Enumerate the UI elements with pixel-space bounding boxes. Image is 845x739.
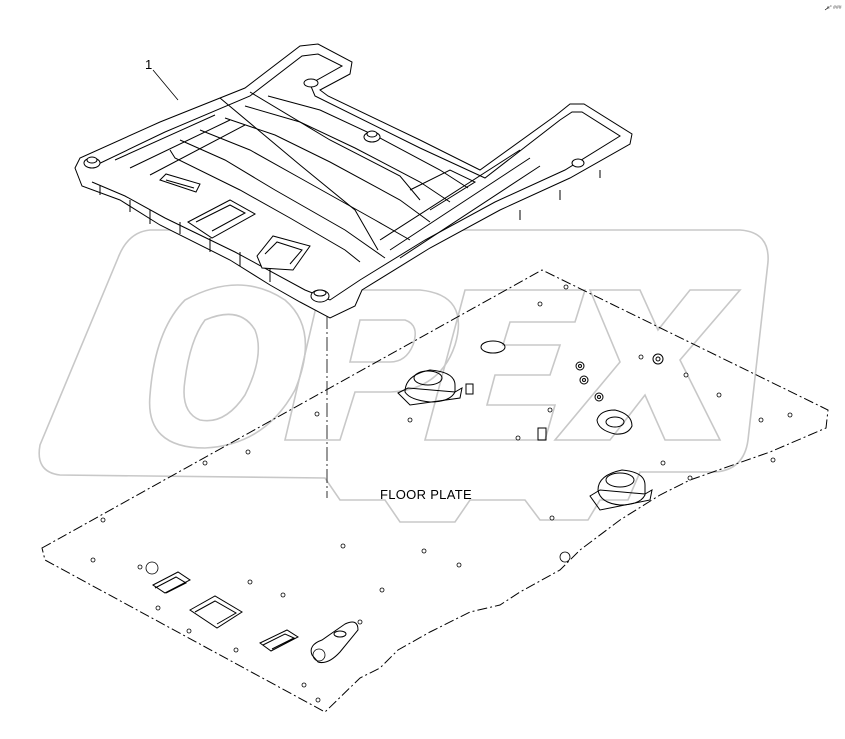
corner-code-label: e° ###: [827, 5, 842, 11]
pedal-recess-1: [187, 199, 257, 239]
corner-mark: [824, 6, 830, 11]
floor-plate-outline: [41, 269, 829, 713]
watermark-gear-outline: [38, 229, 769, 523]
floor-mat-part-1: [74, 43, 633, 319]
boss-top: [303, 78, 319, 88]
oval-grommet: [596, 409, 633, 435]
part-number-label: 1: [145, 57, 153, 72]
pedal-recess-2: [256, 235, 311, 271]
mat-outer-outline: [74, 43, 633, 319]
watermark-letter-x: [553, 289, 742, 441]
leader-lines: [152, 69, 328, 498]
center-hole: [480, 340, 506, 354]
watermark-letter-e: [423, 289, 587, 441]
part-1-leader: [152, 69, 179, 101]
watermark-letter-o: [148, 284, 307, 449]
boss-right: [571, 158, 585, 168]
mat-badge: [159, 173, 201, 193]
slot-bracket: [310, 621, 359, 663]
cutout-rect-1: [152, 571, 191, 594]
floor-plate: [41, 269, 829, 713]
floor-plate-label: FLOOR PLATE: [380, 487, 472, 502]
mount-left: [397, 369, 463, 406]
opex-watermark: [38, 229, 769, 523]
mount-right: [589, 469, 653, 511]
cutout-rect-3: [259, 629, 300, 652]
watermark-letter-p: [283, 289, 460, 441]
cutout-rect-2: [189, 595, 243, 629]
